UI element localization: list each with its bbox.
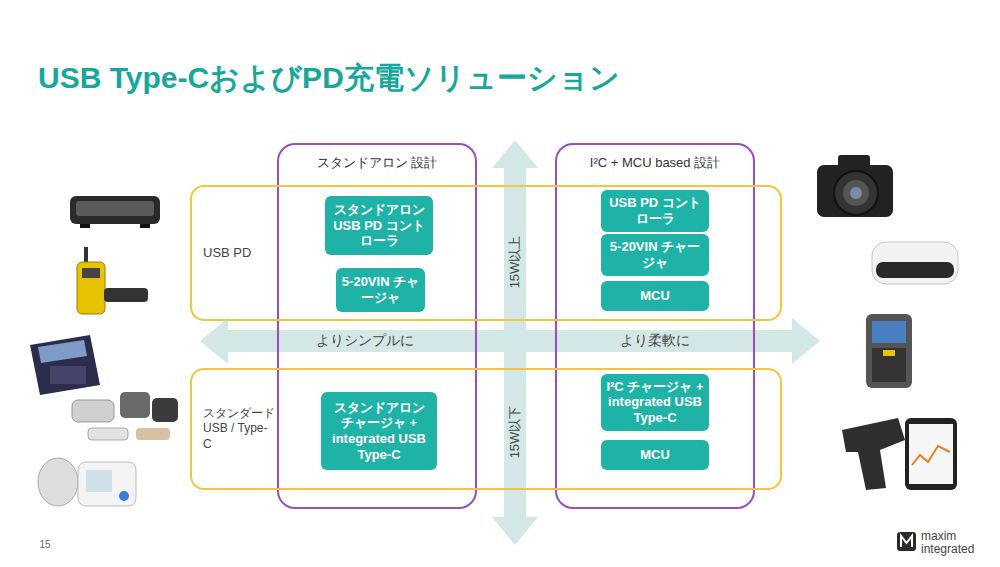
terminal-keys — [50, 366, 86, 384]
component-name: USB PD コントローラ — [606, 195, 704, 226]
walkie-talkie-photo — [77, 247, 148, 314]
component-name: I²C チャージャ + integrated USB Type-C — [606, 379, 704, 426]
logo-glyph — [901, 536, 912, 547]
column-heading: I²C + MCU based 設計 — [557, 154, 753, 172]
component-box: 5-20VIN チャージャ — [336, 268, 425, 312]
vr-headset-photo — [872, 242, 958, 284]
pos-terminal-photo — [30, 335, 100, 395]
component-name: スタンドアロン チャージャ + integrated USB Type-C — [326, 400, 432, 462]
camera-lens — [834, 171, 878, 215]
device — [120, 392, 150, 418]
axis-arrows — [200, 140, 820, 545]
terminal-key — [883, 350, 895, 356]
terminal-keypad — [872, 348, 906, 382]
company-logo-text: maxim integrated — [921, 530, 985, 556]
phone-screen — [909, 424, 953, 484]
monitor-button — [119, 491, 129, 501]
phone-graph — [912, 446, 950, 465]
radio-body — [77, 262, 105, 314]
component-box: MCU — [601, 281, 709, 311]
headset-band — [876, 262, 954, 278]
speaker-grille — [76, 201, 154, 216]
design-column: スタンドアロン 設計スタンドアロン USB PD コントローラ 5-20VIN チ… — [277, 143, 477, 509]
axis-label: 15W以上 — [507, 231, 523, 294]
radio-screen — [82, 268, 100, 278]
terminal-body — [30, 335, 100, 395]
component-box: MCU — [601, 440, 709, 470]
monitor-screen — [86, 470, 112, 492]
medical-devices-photo — [72, 392, 178, 440]
phone-body — [905, 418, 957, 490]
terminal-screen — [38, 340, 87, 363]
component-box: I²C チャージャ + integrated USB Type-C — [601, 374, 709, 431]
component-name: MCU — [606, 288, 704, 304]
cuff — [38, 458, 78, 506]
device — [152, 398, 178, 422]
column-heading: スタンドアロン 設計 — [279, 154, 475, 172]
device — [72, 400, 114, 422]
axis-label: 15W以下 — [507, 401, 523, 464]
component-name: 5-20VIN チャージャ — [341, 274, 420, 305]
terminal-body — [866, 314, 912, 388]
terminal-screen — [872, 321, 906, 343]
monitor-body — [78, 462, 136, 506]
device — [136, 428, 170, 440]
component-name: MCU — [606, 447, 704, 463]
page-number: 15 — [39, 539, 50, 550]
logo-square — [897, 532, 916, 551]
speaker-foot — [80, 224, 90, 228]
device — [88, 428, 128, 440]
scanner-and-phone-photo — [842, 418, 957, 490]
component-box: 5-20VIN チャージャ — [601, 234, 709, 276]
headset-body — [872, 242, 958, 284]
radio-second — [104, 288, 148, 302]
handheld-terminal-photo — [866, 314, 912, 388]
band-label: USB PD — [203, 245, 251, 262]
slide-title: USB Type-CおよびPD充電ソリューション — [38, 58, 620, 99]
camera-lens-inner — [843, 180, 869, 206]
design-column: I²C + MCU based 設計 USB PD コントローラ 5-20VIN チ… — [555, 143, 755, 509]
speaker-body — [70, 196, 160, 224]
camera-glass — [850, 187, 862, 199]
camera-photo — [817, 155, 893, 217]
scanner-gun — [842, 418, 905, 490]
component-name: スタンドアロン USB PD コントローラ — [330, 202, 428, 249]
axis-label: より柔軟に — [615, 332, 695, 349]
camera-body — [817, 165, 893, 217]
component-box: USB PD コントローラ — [601, 190, 709, 232]
component-box: スタンドアロン チャージャ + integrated USB Type-C — [321, 392, 437, 470]
logo-mark — [897, 532, 916, 551]
component-box: スタンドアロン USB PD コントローラ — [325, 196, 433, 255]
axis-label: よりシンプルに — [311, 332, 419, 349]
blood-pressure-monitor-photo — [38, 458, 136, 506]
speaker-foot — [140, 224, 150, 228]
component-name: 5-20VIN チャージャ — [606, 239, 704, 270]
band-label: スタンダード USB / Type-C — [203, 406, 276, 453]
flexibility-axis-arrow — [200, 318, 820, 364]
speaker-photo — [70, 196, 160, 228]
